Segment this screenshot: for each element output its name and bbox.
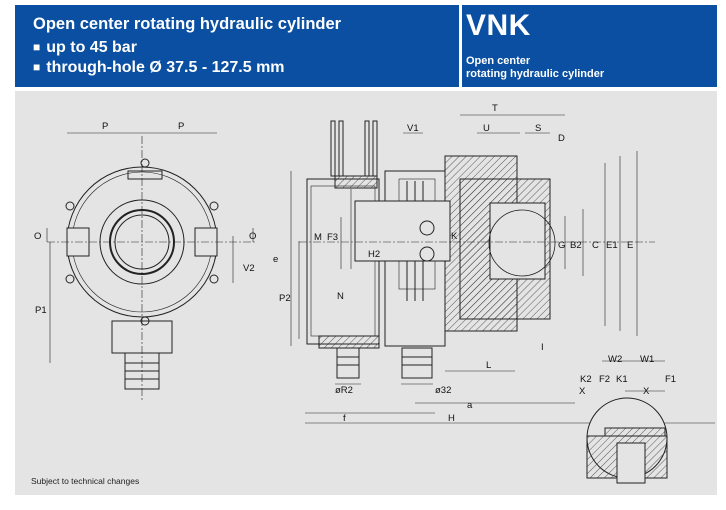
dim-label-d32: ø32: [435, 385, 451, 396]
bullet-icon: ■: [33, 60, 41, 74]
technical-drawing: P P O O V2 P1 T U S D V1 M F3 H2 N K G B…: [34, 103, 715, 484]
dim-label-k1: K1: [616, 374, 628, 385]
dim-label-p1: P1: [35, 305, 47, 316]
dim-label-l: L: [486, 360, 491, 371]
dim-label-f1: F1: [665, 374, 676, 385]
dim-label-e-small: e: [273, 254, 278, 265]
dim-label-f3: F3: [327, 232, 338, 243]
dim-label-a: a: [467, 400, 473, 411]
dim-label-f2: F2: [599, 374, 610, 385]
dim-label-k: K: [451, 231, 458, 242]
footnote: Subject to technical changes: [31, 476, 140, 486]
header-title: Open center rotating hydraulic cylinder: [33, 15, 342, 33]
dim-label-p2: P2: [279, 293, 291, 304]
dim-label-u: U: [483, 123, 490, 134]
dim-label-p-left: P: [102, 121, 108, 132]
dim-label-e1: E1: [606, 240, 618, 251]
technical-drawing-panel: P P O O V2 P1 T U S D V1 M F3 H2 N K G B…: [15, 91, 717, 495]
header-banner: Open center rotating hydraulic cylinder …: [15, 5, 459, 87]
dim-label-x-right: X: [643, 386, 650, 397]
dim-label-o-left: O: [34, 231, 41, 242]
dim-label-f: f: [343, 413, 346, 424]
dim-label-p-right: P: [178, 121, 184, 132]
dim-label-b2: B2: [570, 240, 582, 251]
dim-label-w2: W2: [608, 354, 622, 365]
bullet-icon: ■: [33, 40, 41, 54]
dim-label-n: N: [337, 291, 344, 302]
dim-label-o-right: O: [249, 231, 256, 242]
product-banner: VNK Open center rotating hydraulic cylin…: [462, 5, 717, 87]
front-view-drawing: [46, 132, 255, 401]
dim-label-x-left: X: [579, 386, 586, 397]
dim-label-h2: H2: [368, 249, 380, 260]
dim-label-m: M: [314, 232, 322, 243]
feature-pressure: ■up to 45 bar: [33, 39, 137, 56]
feature-through-hole: ■through-hole Ø 37.5 - 127.5 mm: [33, 59, 285, 76]
dim-label-r2: øR2: [335, 385, 353, 396]
dim-label-c: C: [592, 240, 599, 251]
dim-label-w1: W1: [640, 354, 654, 365]
dim-label-i: I: [541, 342, 544, 353]
dim-label-v2: V2: [243, 263, 255, 274]
dim-label-e: E: [627, 240, 633, 251]
product-code: VNK: [466, 9, 531, 42]
dim-label-v1: V1: [407, 123, 419, 134]
dim-label-s: S: [535, 123, 541, 134]
dim-label-g: G: [558, 240, 565, 251]
section-view-drawing: [290, 114, 715, 424]
dim-label-d: D: [558, 133, 565, 144]
product-subtitle-1: Open center: [466, 55, 531, 67]
dim-label-k2: K2: [580, 374, 592, 385]
dim-label-t: T: [492, 103, 498, 114]
dim-label-h: H: [448, 413, 455, 424]
product-subtitle-2: rotating hydraulic cylinder: [466, 68, 605, 80]
detail-view-drawing: [586, 360, 668, 484]
